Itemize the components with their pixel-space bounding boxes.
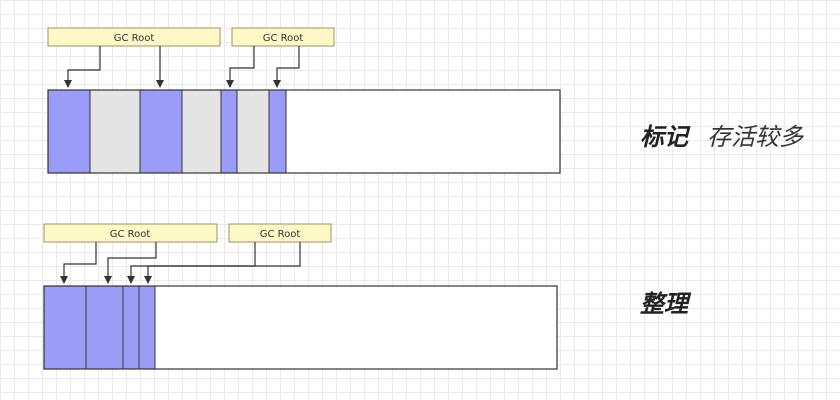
- memory-cell-free: [155, 286, 557, 369]
- reference-arrows: [64, 46, 300, 88]
- gc-root-box: GC Root: [47, 27, 221, 47]
- gc-root-label: GC Root: [260, 229, 301, 240]
- mark-caption-rest: 存活较多: [707, 123, 804, 151]
- compact-caption: 整理: [640, 290, 692, 318]
- memory-cell-live: [139, 286, 155, 369]
- reference-arrow: [64, 46, 101, 88]
- cell-dividers: [85, 286, 156, 369]
- reference-arrows: [60, 242, 301, 284]
- memory-cell-free: [285, 89, 561, 174]
- reference-arrow: [60, 242, 97, 284]
- gc-root-box: GC Root: [228, 223, 332, 243]
- reference-arrow: [226, 46, 255, 88]
- mark-caption: 标记 存活较多: [640, 123, 804, 151]
- memory-cell-live: [44, 286, 86, 369]
- reference-arrow: [104, 242, 157, 284]
- reference-arrow: [273, 46, 300, 88]
- memory-cell-dead: [236, 89, 270, 174]
- gc-root-label: GC Root: [110, 229, 151, 240]
- compact-panel: GC Root GC Root 整理: [43, 223, 692, 370]
- gc-root-label: GC Root: [114, 33, 155, 44]
- memory-strip-outline: [47, 89, 561, 174]
- memory-cell-dead: [181, 89, 222, 174]
- gc-root-label: GC Root: [263, 33, 304, 44]
- mark-panel: GC Root GC Root 标记 存活较多: [47, 27, 804, 174]
- memory-cell-dead: [89, 89, 141, 174]
- memory-cell-live: [86, 286, 123, 369]
- memory-cell-live: [220, 89, 238, 174]
- gc-root-box: GC Root: [43, 223, 218, 243]
- mark-caption-bold: 标记: [640, 123, 691, 151]
- reference-arrow: [144, 242, 301, 284]
- memory-cell-live: [139, 89, 183, 174]
- reference-arrow: [127, 242, 256, 284]
- memory-cell-live: [268, 89, 287, 174]
- memory-cell-live: [123, 286, 139, 369]
- compact-caption-bold: 整理: [640, 290, 692, 318]
- gc-root-box: GC Root: [231, 27, 335, 47]
- memory-cell-live: [47, 89, 91, 174]
- memory-strip-outline: [43, 285, 558, 370]
